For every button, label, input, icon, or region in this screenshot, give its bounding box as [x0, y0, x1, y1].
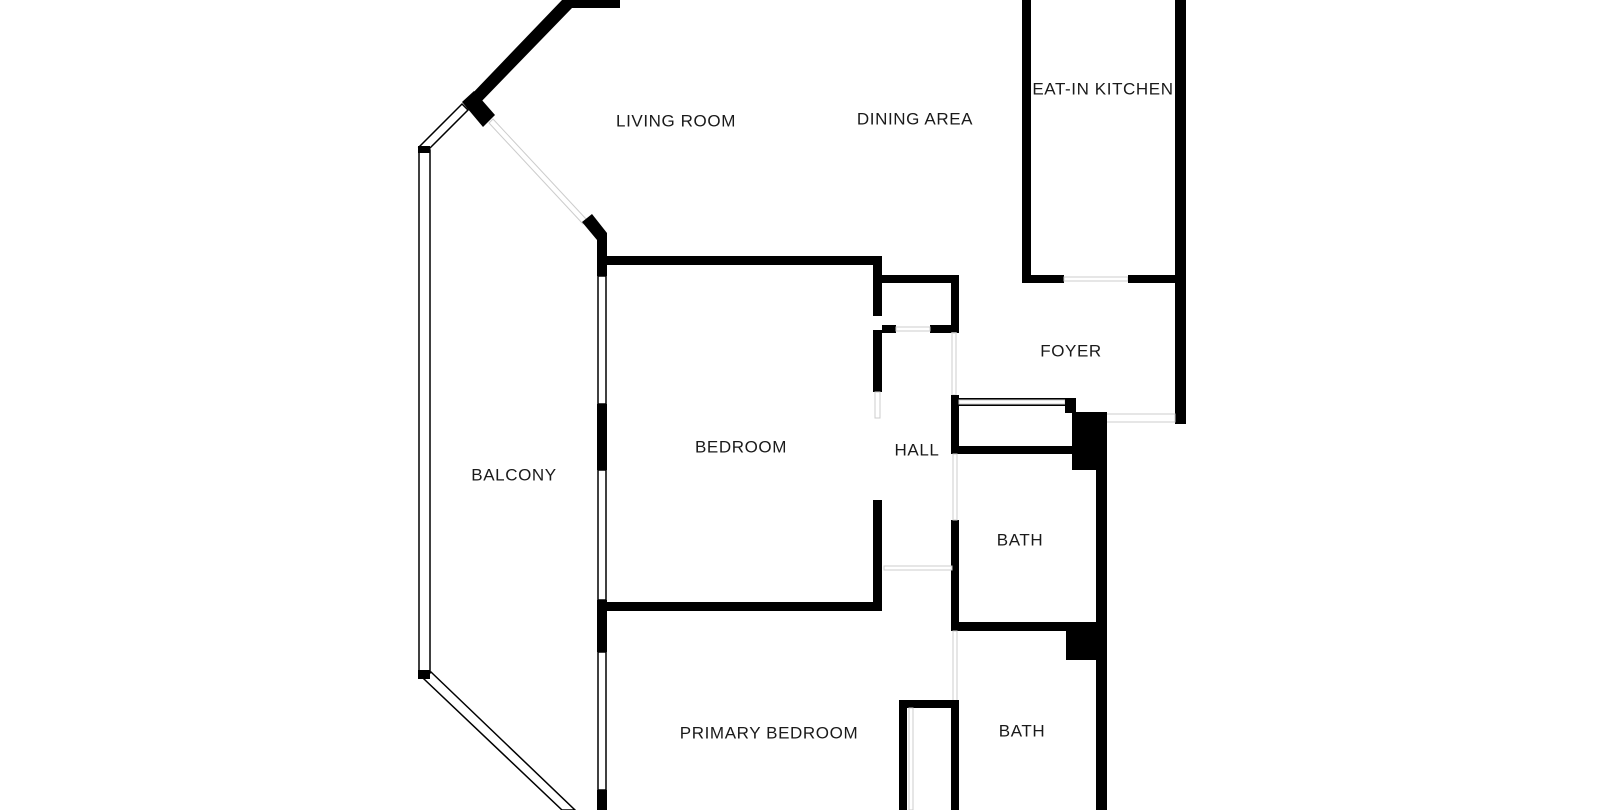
bedroom-walls	[597, 256, 882, 611]
room-label-hall: HALL	[895, 440, 940, 459]
room-label-balcony: BALCONY	[471, 465, 556, 484]
room-label-primary-bedroom: PRIMARY BEDROOM	[680, 723, 858, 742]
front-door	[1103, 413, 1176, 423]
balcony-sliding-door	[488, 118, 588, 225]
kitchen-walls	[1022, 0, 1186, 424]
room-label-dining-area: DINING AREA	[857, 109, 973, 128]
room-label-bath-1: BATH	[997, 530, 1043, 549]
room-label-living-room: LIVING ROOM	[616, 111, 736, 130]
closet-walls	[873, 275, 959, 333]
hall-bath-walls	[883, 332, 1107, 810]
room-label-bedroom: BEDROOM	[695, 437, 787, 456]
room-label-bath-2: BATH	[999, 721, 1045, 740]
living-room-exterior-wall	[462, 0, 620, 127]
room-label-eat-in-kitchen: EAT-IN KITCHEN	[1032, 79, 1173, 98]
bedroom-west-wall	[597, 235, 607, 810]
room-label-foyer: FOYER	[1040, 341, 1102, 360]
balcony-railing	[417, 102, 577, 810]
